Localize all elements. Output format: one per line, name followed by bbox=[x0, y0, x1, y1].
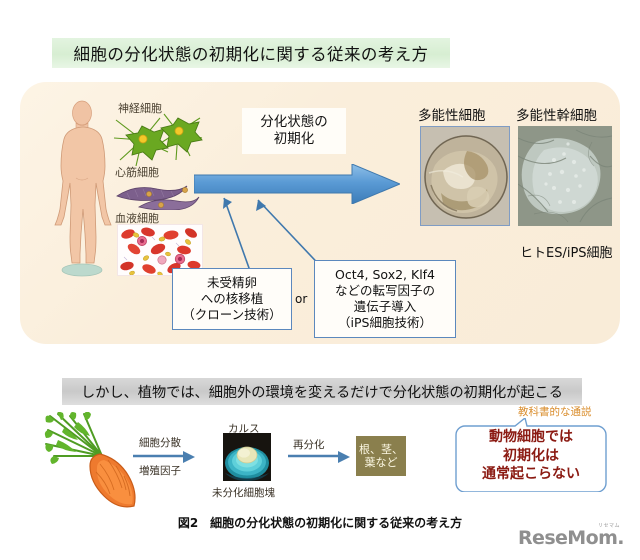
label-human-es-ips-cells: ヒトES/iPS細胞 bbox=[520, 246, 613, 261]
callus-photo bbox=[223, 433, 271, 481]
human-body-illustration bbox=[54, 100, 112, 277]
nerve-cell-illustration bbox=[113, 113, 203, 167]
belief-line3: 通常起こらない bbox=[482, 466, 580, 483]
reprogramming-line1: 分化状態の bbox=[260, 114, 328, 131]
label-pluripotent-stem-cell: 多能性幹細胞 bbox=[516, 108, 597, 124]
label-blood-cells: 血液細胞 bbox=[115, 212, 159, 225]
figure-caption: 図2 細胞の分化状態の初期化に関する従来の考え方 bbox=[0, 512, 640, 531]
label-growth-factor: 増殖因子 bbox=[139, 465, 181, 477]
reprogramming-arrow-icon bbox=[194, 164, 400, 204]
reprogramming-label: 分化状態の 初期化 bbox=[242, 108, 346, 154]
organs-line2: 葉など bbox=[364, 456, 398, 469]
panel-conventional-view: 神経細胞 心筋細胞 血液細胞 bbox=[20, 82, 620, 344]
blood-cell-illustration bbox=[117, 224, 203, 276]
ips-line4: （iPS細胞技術） bbox=[338, 315, 432, 331]
textbook-belief-tag: 教科書的な通説 bbox=[518, 406, 592, 418]
textbook-belief-text: 動物細胞では 初期化は 通常起こらない bbox=[455, 424, 607, 488]
section2-title-banner: しかし、植物では、細胞外の環境を変えるだけで分化状態の初期化が起こる bbox=[62, 378, 582, 405]
clone-line2: への核移植 bbox=[200, 290, 264, 306]
belief-line1: 動物細胞では bbox=[489, 429, 573, 446]
clone-line1: 未受精卵 bbox=[206, 274, 257, 290]
label-callus: カルス bbox=[228, 423, 260, 435]
redifferentiation-arrow-icon bbox=[288, 451, 350, 463]
label-pluripotent-cell: 多能性細胞 bbox=[418, 108, 486, 124]
watermark-resemom: リセマム ReseMom. bbox=[518, 522, 626, 552]
label-cell-dispersion: 細胞分散 bbox=[139, 437, 181, 449]
micrograph-pluripotent-cell bbox=[420, 126, 510, 226]
speech-bubble-shape bbox=[455, 418, 607, 492]
label-cardiac-muscle-cells: 心筋細胞 bbox=[115, 166, 159, 179]
watermark-name: ReseMom. bbox=[518, 527, 624, 549]
section1-title-text: 細胞の分化状態の初期化に関する従来の考え方 bbox=[73, 45, 429, 64]
ips-line3: 遺伝子導入 bbox=[353, 299, 417, 314]
label-nerve-cells: 神経細胞 bbox=[118, 102, 162, 115]
ips-line2: などの転写因子の bbox=[334, 282, 435, 298]
watermark-ruby: リセマム bbox=[597, 523, 620, 529]
section1-title-banner: 細胞の分化状態の初期化に関する従来の考え方 bbox=[52, 38, 450, 68]
ips-line1: Oct4, Sox2, Klf4 bbox=[334, 266, 436, 282]
figure-caption-text: 図2 細胞の分化状態の初期化に関する従来の考え方 bbox=[177, 516, 463, 530]
belief-line2: 初期化は bbox=[503, 447, 559, 464]
section2-title-text: しかし、植物では、細胞外の環境を変えるだけで分化状態の初期化が起こる bbox=[81, 384, 563, 401]
clone-line3: （クローン技術） bbox=[182, 307, 282, 323]
organs-line1: 根、茎、 bbox=[359, 442, 403, 456]
cardiac-muscle-cell-illustration bbox=[116, 185, 200, 210]
micrograph-es-ips-colony bbox=[518, 126, 612, 226]
label-redifferentiation: 再分化 bbox=[293, 439, 325, 451]
dedifferentiation-arrow-icon bbox=[133, 451, 195, 463]
method-connector-or: or bbox=[295, 292, 308, 306]
label-undifferentiated-cell-mass: 未分化細胞塊 bbox=[212, 487, 275, 499]
reprogramming-line2: 初期化 bbox=[273, 131, 315, 147]
method-box-ips[interactable]: Oct4, Sox2, Klf4 などの転写因子の 遺伝子導入 （iPS細胞技術… bbox=[314, 260, 456, 338]
method-box-cloning[interactable]: 未受精卵 への核移植 （クローン技術） bbox=[172, 268, 292, 330]
organs-box: 根、茎、 葉など bbox=[356, 436, 406, 476]
carrot-illustration bbox=[44, 412, 136, 508]
